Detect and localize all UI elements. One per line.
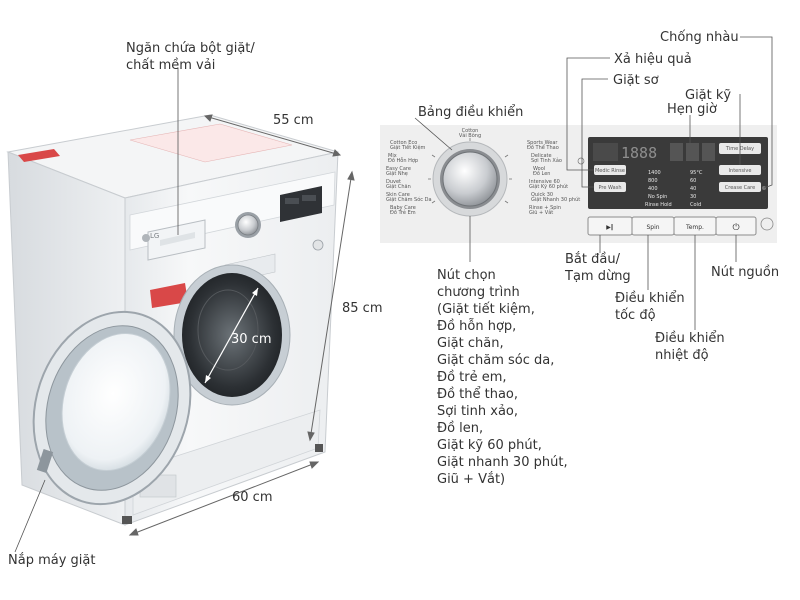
spin-control-callout: Điều khiển tốc độ xyxy=(615,291,685,323)
intensive-label: Intensive xyxy=(729,168,752,174)
left-program-4-sub: Giặt Chăm Sóc Da xyxy=(386,196,432,203)
left-program-0-sub: Giặt Tiết Kiệm xyxy=(390,144,426,151)
temp-value-0: 95°C xyxy=(690,170,703,176)
spin-value-2: 400 xyxy=(648,186,658,192)
medic-rinse-label: Medic Rinse xyxy=(595,168,625,174)
temp-button-label: Temp. xyxy=(685,224,704,231)
right-program-1: Delicate xyxy=(531,153,552,159)
right-program-3-sub: Giặt Kỹ 60 phút xyxy=(529,183,568,190)
left-program-2: Easy Care xyxy=(386,166,411,172)
pre-wash-label: Pre Wash xyxy=(598,185,621,191)
program-item: Sợi tinh xảo, xyxy=(437,404,519,419)
right-program-1-sub: Sợi Tinh Xảo xyxy=(531,157,562,164)
dial-top-sub: Vải Bông xyxy=(459,132,481,139)
start-pause-callout: Bắt đầu/ Tạm dừng xyxy=(565,252,631,284)
dial-top-label: Cotton xyxy=(462,128,479,134)
height-dimension: 85 cm xyxy=(342,301,383,316)
left-program-4: Skin Care xyxy=(386,192,410,198)
program-item: Đồ thể thao, xyxy=(437,387,519,402)
spin-value-3: No Spin xyxy=(648,194,667,200)
temp-value-3: 30 xyxy=(690,194,696,200)
temp-value-1: 60 xyxy=(690,178,696,184)
temp-value-4: Cold xyxy=(690,202,701,208)
door-lid-label: Nắp máy giặt xyxy=(8,553,96,568)
spin-value-0: 1400 xyxy=(648,170,661,176)
rinse-plus-callout: Xả hiệu quả xyxy=(614,52,692,67)
left-program-2-sub: Giặt Nhẹ xyxy=(386,171,408,177)
right-program-5: Rinse + Spin xyxy=(529,205,561,211)
detergent-drawer-label: Ngăn chứa bột giặt/ chất mềm vải xyxy=(126,41,255,73)
control-panel-closeup xyxy=(380,125,777,243)
program-item: Đồ trẻ em, xyxy=(437,370,507,385)
temp-value-2: 40 xyxy=(690,186,696,192)
timer-callout: Hẹn giờ xyxy=(667,102,717,117)
display-readout: 1888 xyxy=(621,144,657,162)
right-program-0: Sports Wear xyxy=(527,140,558,146)
spin-button-label: Spin xyxy=(646,224,659,231)
program-item: Đồ hỗn hợp, xyxy=(437,319,517,334)
intensive-callout: Giặt kỹ xyxy=(685,88,732,103)
left-program-0: Cotton Eco xyxy=(390,140,417,146)
right-program-2: Wool xyxy=(533,166,545,172)
right-program-3: Intensive 60 xyxy=(529,179,560,185)
pre-wash-callout: Giặt sơ xyxy=(613,73,659,88)
program-item: Giặt chăn, xyxy=(437,336,504,351)
spin-value-1: 800 xyxy=(648,178,658,184)
control-panel-label: Bảng điều khiển xyxy=(418,105,524,120)
program-item: Giũ + Vắt) xyxy=(437,472,506,487)
spin-value-4: Rinse Hold xyxy=(645,202,672,208)
brand-logo: LG xyxy=(150,232,160,240)
temp-control-callout: Điều khiển nhiệt độ xyxy=(655,331,725,363)
start-pause-button-label: ▶‖ xyxy=(606,224,614,231)
dimension-lines xyxy=(128,114,355,536)
program-item: (Giặt tiết kiệm, xyxy=(437,302,535,317)
washing-machine xyxy=(6,114,339,526)
left-program-3: Duvet xyxy=(386,179,401,185)
program-item: Giặt kỹ 60 phút, xyxy=(437,438,542,453)
program-selector-title-1: chương trình xyxy=(437,285,520,300)
left-program-5: Baby Care xyxy=(390,205,416,211)
program-item: Giặt nhanh 30 phút, xyxy=(437,455,568,470)
left-program-5-sub: Đồ Trẻ Em xyxy=(390,208,416,216)
leader-lines-panel xyxy=(414,36,773,330)
right-program-0-sub: Đồ Thể Thao xyxy=(527,143,559,151)
power-callout: Nút nguồn xyxy=(711,265,780,280)
right-program-2-sub: Đồ Len xyxy=(533,169,550,177)
program-selector-title-0: Nút chọn xyxy=(437,268,496,283)
left-program-3-sub: Giặt Chăn xyxy=(386,184,411,190)
right-program-4-sub: Giặt Nhanh 30 phút xyxy=(531,196,580,203)
program-selector-callout: Nút chọn chương trình (Giặt tiết kiệm, Đ… xyxy=(437,267,568,488)
power-button-label: ⏻ xyxy=(732,222,739,233)
program-item: Giặt chăm sóc da, xyxy=(437,353,555,368)
panel-text: Cotton Vải Bông Cotton Eco Giặt Tiết Kiệ… xyxy=(386,128,755,233)
right-program-5-sub: Giũ + Vắt xyxy=(529,209,553,216)
crease-care-label: Crease Care xyxy=(725,185,755,191)
door-dimension: 30 cm xyxy=(231,332,272,347)
program-item: Đồ len, xyxy=(437,421,484,436)
right-program-4: Quick 30 xyxy=(531,192,553,198)
time-delay-label: Time Delay xyxy=(725,146,754,152)
width-dimension: 60 cm xyxy=(232,490,273,505)
left-program-1: Mix xyxy=(388,153,397,159)
crease-care-callout: Chống nhàu xyxy=(660,30,739,45)
left-program-1-sub: Đồ Hỗn Hợp xyxy=(388,156,418,164)
leader-lines-left xyxy=(14,68,179,553)
depth-dimension: 55 cm xyxy=(273,113,314,128)
